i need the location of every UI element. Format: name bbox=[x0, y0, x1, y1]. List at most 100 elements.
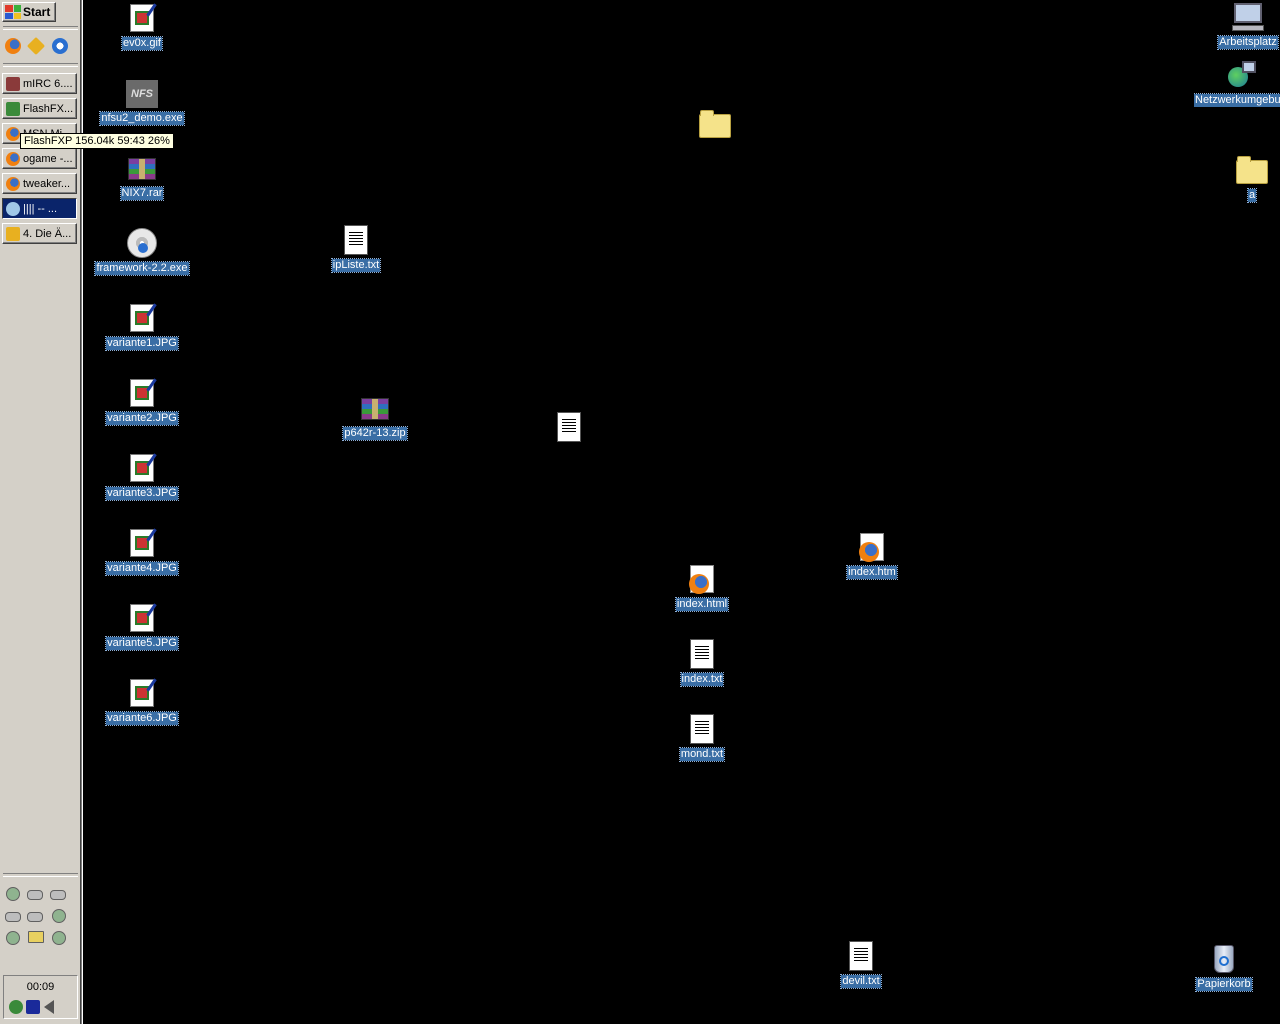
system-tray: 00:09 bbox=[3, 975, 78, 1019]
desktop-icon-folder-a[interactable]: a bbox=[1202, 154, 1280, 203]
refresh-app-icon[interactable] bbox=[52, 38, 68, 54]
task-label: tweaker... bbox=[23, 177, 71, 190]
icon-label: nfsu2_demo.exe bbox=[99, 111, 185, 126]
flashfxp-icon[interactable] bbox=[26, 36, 46, 56]
start-button[interactable]: Start bbox=[2, 2, 56, 22]
task-button-chat[interactable]: |||| -- ... bbox=[2, 198, 77, 219]
chat-icon bbox=[6, 201, 20, 216]
desktop-icon-ev0x[interactable]: ev0x.gif bbox=[92, 2, 192, 51]
desktop-icon-netzwerkumgebung[interactable]: Netzwerkumgebung bbox=[1194, 59, 1280, 107]
image-file-icon bbox=[126, 2, 158, 34]
separator bbox=[3, 26, 78, 30]
desktop-icon-unnamed-text[interactable] bbox=[519, 411, 619, 443]
icon-label: framework-2.2.exe bbox=[94, 261, 190, 276]
icon-label: a bbox=[1246, 188, 1258, 203]
desktop-icon-variante6[interactable]: variante6.JPG bbox=[92, 677, 192, 726]
installer-cd-icon bbox=[126, 227, 158, 259]
drive-icon[interactable] bbox=[5, 912, 21, 922]
desktop-icon-variante5[interactable]: variante5.JPG bbox=[92, 602, 192, 651]
icon-label: index.txt bbox=[679, 672, 725, 687]
firefox-document-icon bbox=[686, 563, 718, 595]
antivirus-icon[interactable] bbox=[26, 1000, 40, 1014]
volume-icon[interactable] bbox=[44, 1000, 54, 1014]
network-drive-icon[interactable] bbox=[52, 931, 66, 945]
task-button-transfer[interactable]: 4. Die Ä... bbox=[2, 223, 77, 244]
desktop-icon-nix7[interactable]: NIX7.rar bbox=[92, 152, 192, 201]
mirc-icon bbox=[6, 76, 20, 91]
desktop-icon-framework[interactable]: framework-2.2.exe bbox=[92, 227, 192, 276]
firefox-icon bbox=[6, 176, 20, 191]
desktop-icon-ipliste[interactable]: ipListe.txt bbox=[306, 224, 406, 273]
desktop-icon-index-html[interactable]: index.html bbox=[652, 563, 752, 612]
firefox-document-icon bbox=[856, 531, 888, 563]
desktop-icon-index-htm[interactable]: index.htm bbox=[822, 531, 922, 580]
task-button-mirc[interactable]: mIRC 6.... bbox=[2, 73, 77, 94]
desktop-icon-variante4[interactable]: variante4.JPG bbox=[92, 527, 192, 576]
desktop-icon-p642r[interactable]: p642r-13.zip bbox=[325, 392, 425, 441]
task-label: mIRC 6.... bbox=[23, 77, 73, 90]
image-file-icon bbox=[126, 527, 158, 559]
icon-label: index.htm bbox=[846, 565, 898, 580]
network-icon bbox=[1226, 59, 1258, 91]
icon-label: variante6.JPG bbox=[105, 711, 179, 726]
desktop-icon-nfsu2[interactable]: nfsu2_demo.exe bbox=[92, 77, 192, 126]
desktop-icon-variante3[interactable]: variante3.JPG bbox=[92, 452, 192, 501]
icon-label: devil.txt bbox=[840, 974, 882, 989]
tray-app-icon[interactable] bbox=[6, 887, 20, 901]
firefox-icon bbox=[6, 151, 20, 166]
clock[interactable]: 00:09 bbox=[26, 981, 55, 993]
icon-label: mond.txt bbox=[678, 747, 726, 762]
task-button-tweakers[interactable]: tweaker... bbox=[2, 173, 77, 194]
windows-logo-icon bbox=[5, 5, 21, 19]
icon-label: Netzwerkumgebung bbox=[1194, 93, 1280, 107]
firefox-icon[interactable] bbox=[5, 38, 21, 54]
firefox-icon bbox=[6, 126, 20, 141]
text-file-icon bbox=[686, 638, 718, 670]
icon-label: ipListe.txt bbox=[330, 258, 382, 273]
text-file-icon bbox=[340, 224, 372, 256]
drive-icon[interactable] bbox=[50, 890, 66, 900]
folder-icon bbox=[1236, 154, 1268, 186]
messenger-icon[interactable] bbox=[9, 1000, 23, 1014]
image-file-icon bbox=[126, 377, 158, 409]
archive-icon bbox=[126, 152, 158, 184]
network-drive-icon[interactable] bbox=[6, 931, 20, 945]
recycle-bin-icon bbox=[1208, 943, 1240, 975]
icon-label: ev0x.gif bbox=[121, 36, 163, 51]
task-label: FlashFX... bbox=[23, 102, 74, 115]
icon-label: NIX7.rar bbox=[119, 186, 165, 201]
icon-label: variante4.JPG bbox=[105, 561, 179, 576]
network-drive-icon[interactable] bbox=[52, 909, 66, 923]
text-file-icon bbox=[686, 713, 718, 745]
task-button-ogame[interactable]: ogame -... bbox=[2, 148, 77, 169]
start-label: Start bbox=[23, 5, 51, 19]
icon-label: variante1.JPG bbox=[105, 336, 179, 351]
desktop-icon-mond-txt[interactable]: mond.txt bbox=[652, 713, 752, 762]
desktop-icon-unnamed-folder[interactable] bbox=[665, 108, 765, 140]
desktop-icon-variante1[interactable]: variante1.JPG bbox=[92, 302, 192, 351]
image-file-icon bbox=[126, 677, 158, 709]
taskbar: Start mIRC 6.... FlashFX... MSN Mi... og… bbox=[0, 0, 83, 1024]
icon-label: variante5.JPG bbox=[105, 636, 179, 651]
task-label: ogame -... bbox=[23, 152, 73, 165]
desktop-icon-arbeitsplatz[interactable]: Arbeitsplatz bbox=[1198, 1, 1280, 50]
folder-icon bbox=[699, 108, 731, 140]
flashfxp-icon bbox=[6, 226, 20, 241]
desktop-icon-index-txt[interactable]: index.txt bbox=[652, 638, 752, 687]
image-file-icon bbox=[126, 302, 158, 334]
drive-icon[interactable] bbox=[27, 890, 43, 900]
text-file-icon bbox=[553, 411, 585, 443]
task-label: 4. Die Ä... bbox=[23, 227, 72, 240]
flashfxp-tooltip: FlashFXP 156.04k 59:43 26% bbox=[20, 133, 174, 149]
desktop-icon-variante2[interactable]: variante2.JPG bbox=[92, 377, 192, 426]
desktop-icon-devil-txt[interactable]: devil.txt bbox=[811, 940, 911, 989]
folder-icon[interactable] bbox=[28, 931, 44, 943]
task-button-flashfxp[interactable]: FlashFX... bbox=[2, 98, 77, 119]
image-file-icon bbox=[126, 602, 158, 634]
task-label: |||| -- ... bbox=[23, 202, 58, 215]
drive-icon[interactable] bbox=[27, 912, 43, 922]
desktop-icon-papierkorb[interactable]: Papierkorb bbox=[1174, 943, 1274, 992]
nfs-app-icon bbox=[126, 77, 158, 109]
flashfxp-icon bbox=[6, 101, 20, 116]
icon-label: variante3.JPG bbox=[105, 486, 179, 501]
